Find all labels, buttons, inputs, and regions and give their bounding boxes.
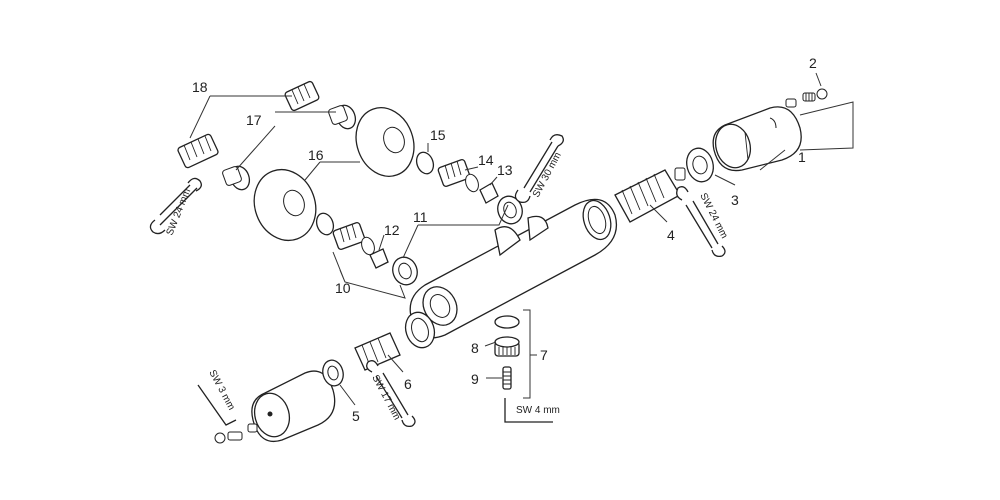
callout-10: 10: [335, 280, 351, 296]
label-sw4: SW 4 mm: [516, 405, 560, 416]
callout-8: 8: [471, 340, 479, 356]
part-16-rosette-lower: [253, 168, 317, 242]
part-9-screw: [502, 366, 512, 390]
callout-9: 9: [471, 371, 479, 387]
part-14-valve-upper: [437, 159, 479, 193]
part-16-rosette-upper: [355, 107, 415, 177]
part-5-handle: [251, 359, 344, 443]
callout-1: 1: [798, 149, 806, 165]
part-18-nipple-lower: [177, 133, 219, 169]
part-1-handle: [712, 106, 802, 172]
callout-labels: 18 17 16 15 14 13 12 11 10 9 8 7 6 5 4 3…: [192, 55, 817, 424]
callout-18: 18: [192, 79, 208, 95]
callout-16: 16: [308, 147, 324, 163]
label-sw24-left: SW 24 mm: [165, 187, 194, 237]
part-17-adapter-upper: [328, 104, 357, 130]
part-2-screw: [785, 88, 828, 108]
callout-13: 13: [497, 162, 513, 178]
part-4-cartridge: [614, 167, 686, 223]
part-oring-left: [404, 311, 436, 349]
wrench-sw24-left-icon: [149, 177, 202, 235]
wrench-sw24-right-icon: [676, 186, 726, 258]
part-13-check-valve-upper: [479, 182, 523, 225]
label-sw3: SW 3 mm: [206, 368, 236, 412]
hex-key-sw4-icon: [504, 398, 553, 423]
hex-key-sw3-icon: [197, 384, 237, 426]
main-body: [409, 198, 618, 339]
callout-14: 14: [478, 152, 494, 168]
callout-15: 15: [430, 127, 446, 143]
label-sw30: SW 30 mm: [531, 151, 564, 200]
wrench-sw17-icon: [366, 360, 416, 428]
callout-6: 6: [404, 376, 412, 392]
part-14-valve-lower: [332, 222, 375, 256]
part-6-cartridge: [354, 332, 401, 371]
callout-12: 12: [384, 222, 400, 238]
callout-5: 5: [352, 408, 360, 424]
callout-11: 11: [413, 209, 428, 225]
callout-17: 17: [246, 112, 262, 128]
part-17-nipple-upper: [284, 80, 320, 112]
leader-lines: [189, 72, 854, 406]
part-7-filter: [494, 336, 520, 357]
callout-3: 3: [731, 192, 739, 208]
callout-7: 7: [540, 347, 548, 363]
callout-2: 2: [809, 55, 817, 71]
wrench-sw30-icon: [514, 134, 564, 204]
part-3-nut: [686, 147, 714, 183]
part-15-washer: [315, 151, 435, 236]
part-small-screw: [214, 423, 258, 444]
callout-4: 4: [667, 227, 675, 243]
part-8-oring: [494, 315, 520, 329]
part-12-check-valve-lower: [369, 248, 418, 286]
part-17-adapter-lower: [222, 165, 251, 191]
